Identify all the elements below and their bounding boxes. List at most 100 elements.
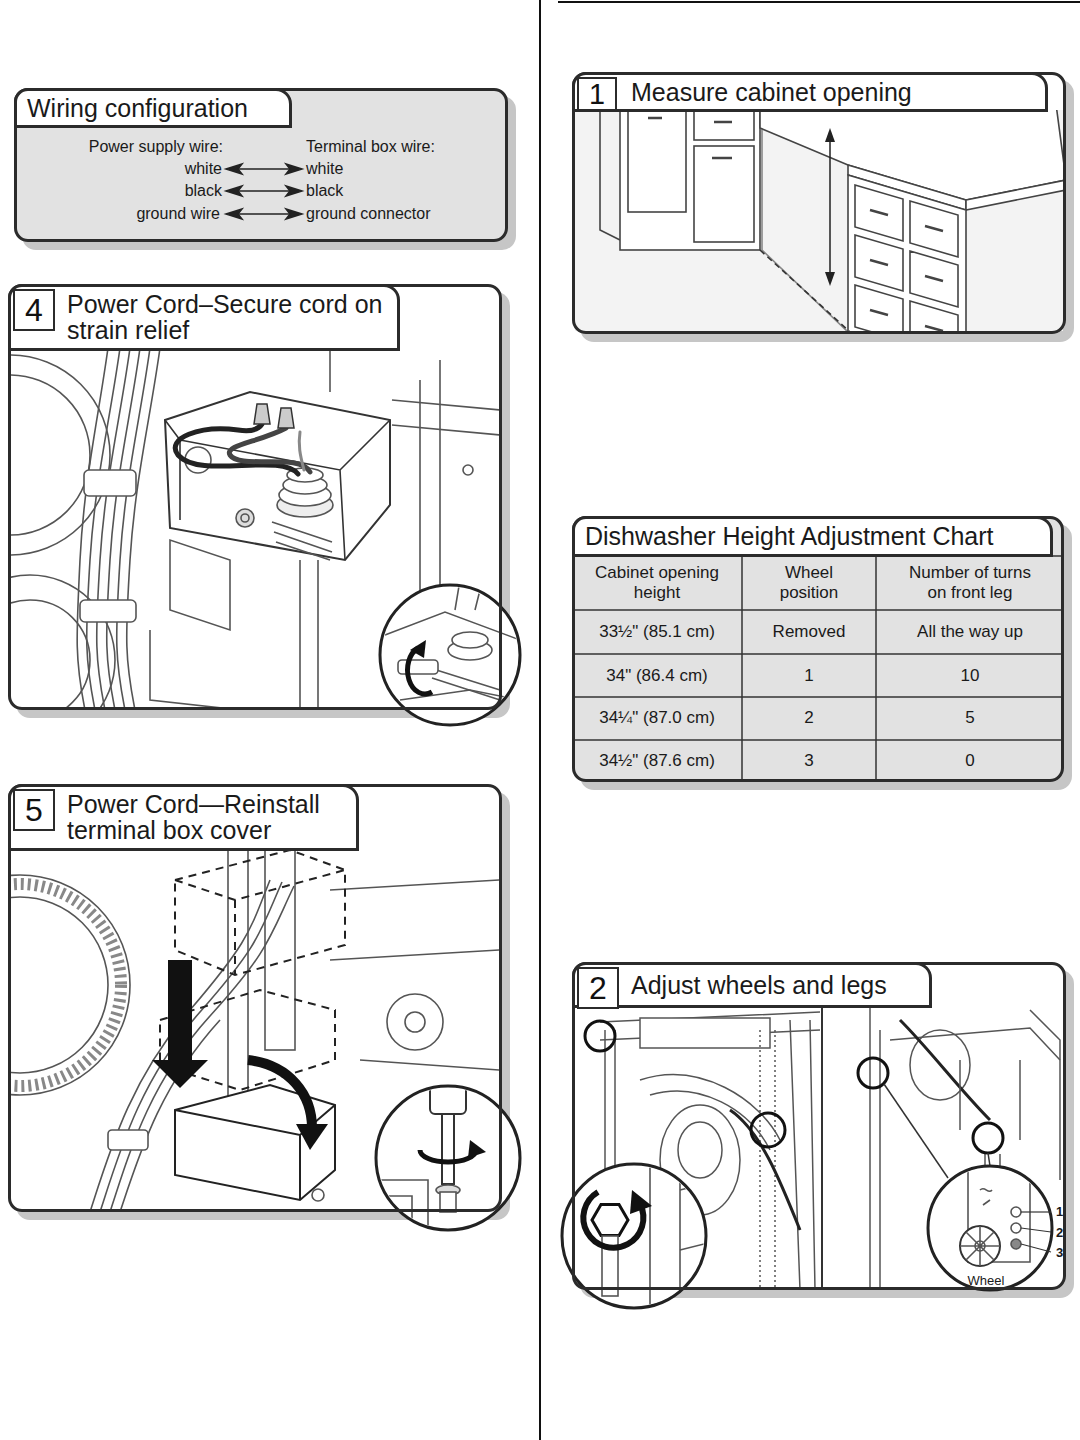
terminal-cover-illustration-part — [387, 994, 443, 1050]
table-grid-part — [572, 696, 1064, 698]
table-cell: 34¼" (87.0 cm) — [599, 708, 715, 728]
panel-heading: Power Cord–Secure cord on strain relief — [8, 284, 400, 351]
screwdriver-inset-part — [468, 1140, 486, 1158]
terminal-cover-illustration-part — [175, 870, 345, 975]
dishwasher-front-view-part — [678, 1122, 722, 1178]
strain-relief-illustration-part — [165, 420, 390, 560]
strain-relief-illustration-part — [150, 630, 240, 707]
table-grid-part — [572, 609, 1064, 611]
screwdriver-inset-part-part — [376, 1180, 428, 1232]
terminal-cover-illustration-part — [11, 897, 108, 1073]
wheel-inset-part-part — [1011, 1223, 1021, 1233]
power-wires-part — [278, 408, 294, 428]
strain-relief-illustration-part — [329, 348, 331, 392]
strain-relief-illustration-part — [272, 522, 332, 560]
wheel-inset-part — [928, 1166, 1052, 1290]
wire-arrows-part — [226, 186, 242, 196]
wheel-inset-part-part — [960, 1226, 1000, 1266]
cabinet-illustration-part — [760, 250, 850, 331]
wire-arrows — [226, 164, 302, 219]
step-number: 4 — [25, 294, 43, 326]
leg-inset-part-part — [680, 1180, 720, 1250]
motion-arrows-part — [152, 960, 208, 1088]
power-wires-part — [254, 404, 270, 424]
power-wires-part — [229, 428, 310, 472]
leg-inset-part — [630, 1190, 652, 1214]
terminal-cover-illustration-part — [312, 1189, 324, 1201]
cabinet-illustration — [575, 110, 1063, 331]
strain-relief-illustration-part — [300, 560, 318, 707]
instruction-panel: Measure cabinet opening1 — [572, 72, 1066, 334]
wire-heading: Terminal box wire: — [306, 138, 435, 156]
panel-heading: Dishwasher Height Adjustment Chart — [572, 516, 1053, 557]
strain-relief-illustration-part — [11, 355, 110, 555]
callout-number: 3 — [1056, 1246, 1063, 1261]
panel-heading: Power Cord—Reinstall terminal box cover — [8, 784, 359, 851]
strain-relief-inset-part — [380, 585, 520, 725]
dishwasher-side-view-part — [960, 1060, 1020, 1140]
table-header: Wheel position — [767, 563, 851, 602]
strain-relief-illustration-part — [11, 375, 90, 535]
strain-relief-inset-part-part — [455, 580, 482, 610]
power-wires — [175, 404, 310, 474]
wire-color: white — [306, 160, 343, 178]
screwdriver-inset-part — [420, 1150, 476, 1162]
table-cell: 34½" (87.6 cm) — [599, 751, 715, 771]
dishwasher-front-view-part — [730, 1110, 800, 1230]
table-cell: 33½" (85.1 cm) — [599, 622, 715, 642]
table-grid-part — [741, 556, 743, 782]
wire-arrows-part — [226, 164, 242, 174]
panel-grounds — [8, 72, 1066, 1290]
strain-relief-illustration-part — [84, 470, 136, 496]
dishwasher-side-view — [870, 1008, 1060, 1287]
strain-relief-illustration-part — [392, 400, 499, 435]
wheel-callouts-part — [973, 1123, 1003, 1153]
table-header: Cabinet opening height — [587, 563, 727, 602]
step-number: 1 — [589, 80, 605, 109]
panel-grounds-part — [14, 88, 508, 242]
wire-color: ground wire — [136, 205, 220, 223]
cabinet-illustration-part — [648, 118, 732, 158]
strain-relief-inset-part-part — [398, 660, 438, 674]
wheel-inset-part — [960, 1166, 1030, 1266]
inset-leaders-part — [884, 1084, 948, 1178]
cabinet-illustration-part — [910, 301, 958, 331]
table-grid — [572, 556, 1064, 782]
step-number-box: 1 — [577, 77, 617, 111]
power-wires-part — [299, 432, 304, 470]
strain-relief-inset-part-part — [430, 668, 500, 700]
cabinet-illustration-part — [620, 110, 760, 250]
wheel-callouts-part — [858, 1058, 888, 1088]
terminal-cover-illustration-part — [11, 884, 121, 1086]
terminal-cover-illustration-part — [330, 880, 499, 1070]
terminal-cover-illustration-part — [265, 850, 295, 1050]
column-rules-part — [558, 1, 1080, 3]
motion-arrows-part — [296, 1124, 328, 1150]
table-cell: All the way up — [917, 622, 1023, 642]
cabinet-illustration-part — [870, 210, 943, 331]
wire-color: black — [185, 182, 222, 200]
wire-arrows-part — [236, 168, 292, 170]
table-cell: Removed — [773, 622, 846, 642]
wheel-callouts — [858, 1058, 1003, 1153]
instruction-panel: Adjust wheels and legs2 — [572, 962, 1066, 1290]
dishwasher-side-view-part — [1030, 1010, 1060, 1180]
terminal-cover-illustration — [11, 850, 499, 1209]
wire-arrows-part — [286, 209, 302, 219]
wheel-inset-part-part — [1021, 1244, 1051, 1252]
cabinet-illustration-part — [825, 272, 835, 286]
callout-number: 1 — [1056, 1205, 1063, 1220]
table-cell: 5 — [965, 708, 974, 728]
wire-arrows-part — [236, 190, 292, 192]
table-cell: 34" (86.4 cm) — [606, 666, 707, 686]
wheel-inset-part-part — [980, 1189, 992, 1205]
cabinet-illustration-part — [694, 110, 754, 140]
terminal-cover-illustration-part — [228, 850, 248, 1100]
strain-relief-inset — [380, 580, 520, 725]
wire-arrows-part — [226, 209, 242, 219]
wire-color: black — [306, 182, 343, 200]
wire-color: white — [185, 160, 222, 178]
wire-arrows-part — [236, 213, 292, 215]
instruction-panel: Dishwasher Height Adjustment Chart — [572, 516, 1064, 782]
wheel-inset-part-part — [1011, 1239, 1021, 1249]
